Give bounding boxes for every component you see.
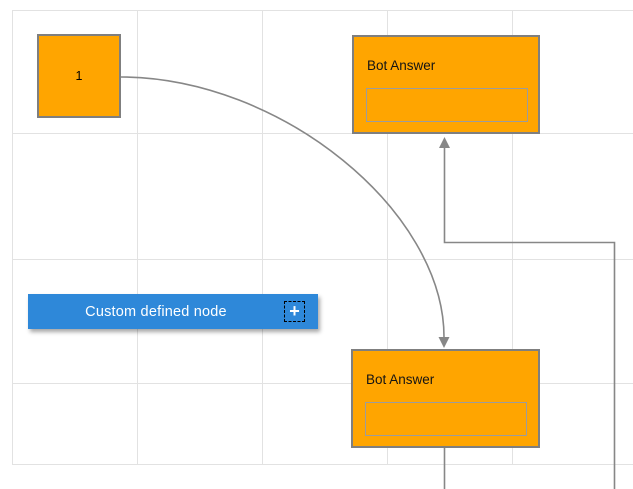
connector-orthogonal[interactable]	[443, 148, 616, 489]
node-1-label: 1	[75, 69, 83, 83]
connector-bezier[interactable]	[119, 76, 445, 338]
bot-answer-title: Bot Answer	[366, 372, 435, 387]
arrowhead-up-icon	[439, 137, 450, 148]
node-bot-answer-top[interactable]: Bot Answer	[352, 35, 540, 134]
bot-answer-field[interactable]	[365, 402, 527, 436]
arrowhead-down-icon	[438, 337, 450, 348]
node-custom-defined[interactable]: Custom defined node +	[28, 294, 318, 329]
custom-node-label: Custom defined node	[85, 303, 227, 320]
node-1[interactable]: 1	[37, 34, 121, 118]
node-bot-answer-bottom[interactable]: Bot Answer	[351, 349, 540, 448]
bot-answer-field[interactable]	[366, 88, 528, 122]
bot-answer-title: Bot Answer	[367, 58, 436, 73]
plus-icon[interactable]: +	[284, 301, 305, 322]
